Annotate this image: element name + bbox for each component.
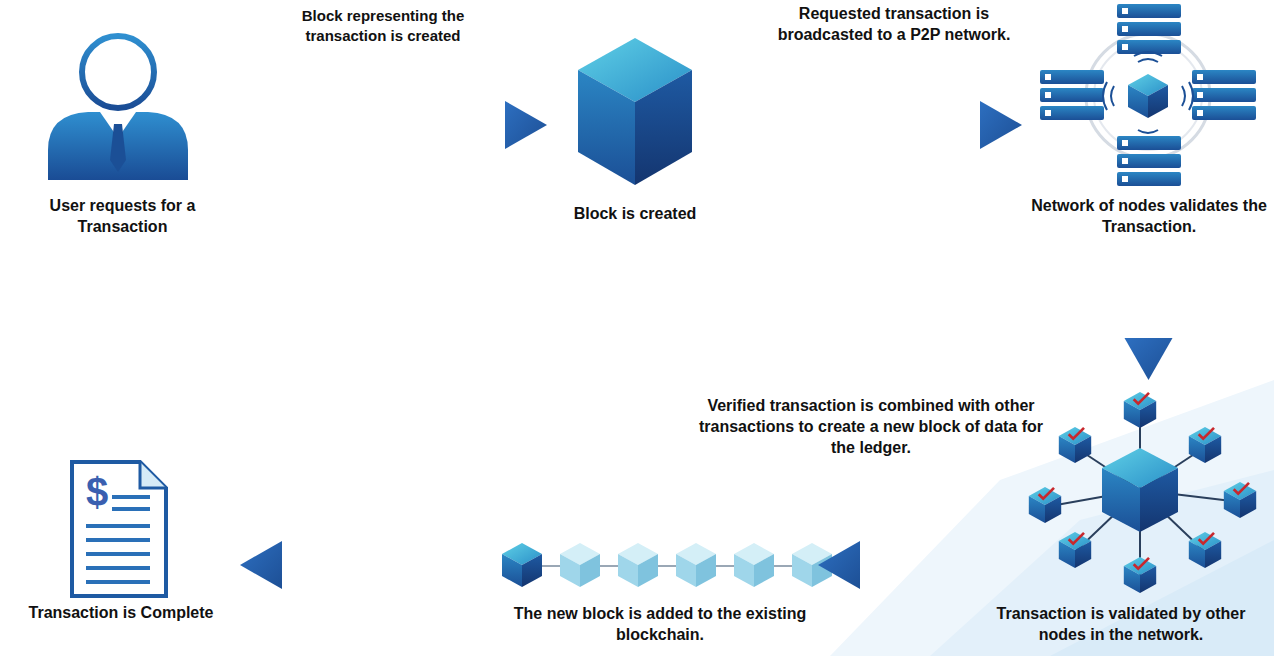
arrow-shaft (238, 117, 509, 133)
block-cube (578, 38, 692, 185)
annotation-note: Verified transaction is combined with ot… (696, 396, 1046, 458)
network-icon (1040, 4, 1256, 186)
step-caption: The new block is added to the existing b… (510, 604, 810, 646)
step-node: User requests for a Transaction (15, 10, 230, 242)
step-node: Network of nodes validates the Transacti… (1030, 4, 1268, 242)
step-node: Transaction is Complete (10, 455, 232, 628)
validation-cluster (1029, 392, 1256, 593)
arrow-head (505, 101, 547, 149)
currency-symbol: $ (80, 466, 114, 518)
flow-arrow (1125, 250, 1173, 380)
step-caption: Block is created (555, 204, 715, 225)
blockchain-icon (502, 543, 832, 587)
arrow-shaft (856, 557, 967, 573)
document-icon (72, 462, 166, 596)
step-caption: Network of nodes validates the Transacti… (1030, 196, 1268, 238)
user-icon (48, 36, 188, 180)
arrow-shaft (1141, 250, 1157, 342)
flow-arrow (240, 541, 502, 589)
flow-arrow (723, 101, 1022, 149)
arrow-head (1125, 338, 1173, 380)
step-node: The new block is added to the existing b… (510, 540, 810, 650)
edge-label: Requested transaction is broadcasted to … (758, 4, 1030, 46)
step-caption: Transaction is Complete (10, 603, 232, 624)
edge-label: Block representing the transaction is cr… (278, 6, 488, 45)
flow-arrow (238, 101, 547, 149)
arrow-shaft (278, 557, 502, 573)
step-caption: User requests for a Transaction (15, 196, 230, 238)
flow-arrow (818, 541, 967, 589)
step-caption: Transaction is validated by other nodes … (975, 604, 1267, 646)
arrow-shaft (723, 117, 984, 133)
arrow-head (240, 541, 282, 589)
step-node: Block is created (555, 30, 715, 229)
arrow-head (818, 541, 860, 589)
arrow-head (980, 101, 1022, 149)
